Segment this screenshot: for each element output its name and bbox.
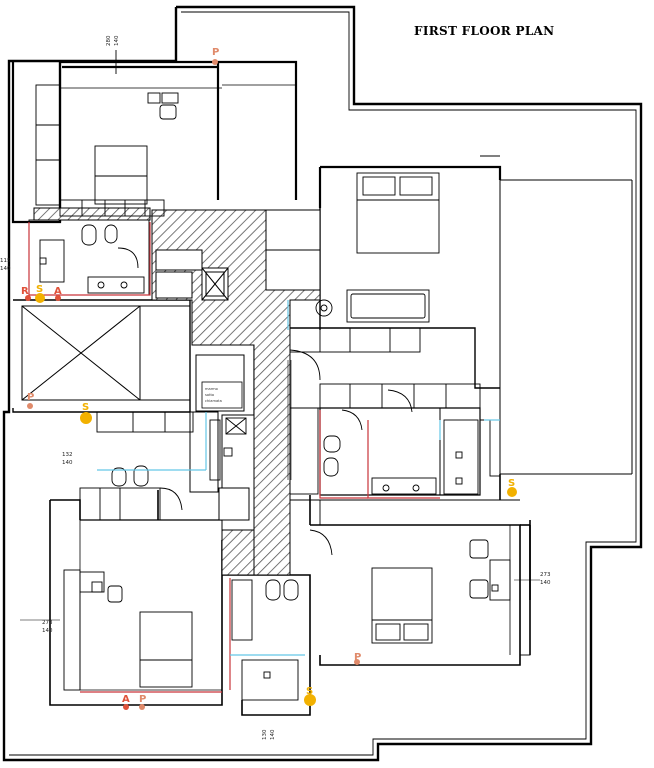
hatched-core [33,207,321,576]
dim-label-6-h: 140 [270,729,276,740]
bedroom-top-left [35,50,179,217]
dim-label-2-w: 115 [0,258,11,264]
marker-p-label: P [354,652,361,663]
bathroom-lower-left [79,411,247,521]
marker-p-label: P [212,47,219,58]
void-opening [21,305,191,401]
markers: P R S A P S S P A P S [21,47,517,710]
wardrobe-row [319,383,481,413]
outlet-marker [123,704,129,710]
outlet-marker [27,403,33,409]
marker-s-label: S [306,686,313,697]
marker-a-label: A [54,286,62,297]
dim-label-4-w: 273 [42,620,53,626]
bathroom-lower-middle [231,529,333,701]
switch-marker [35,293,45,303]
marker-r-label: R [21,286,29,297]
switch-marker [80,412,92,424]
master-bedroom [289,172,440,381]
marker-s-label: S [82,402,89,413]
dim-label-5-w: 273 [540,572,551,578]
bathroom-mid-right [289,407,501,495]
marker-p-label: P [139,694,146,705]
marker-s-label: S [36,284,43,295]
bedroom-lower-right [371,520,540,656]
interior-walls [11,60,633,716]
dim-label-5-h: 140 [540,580,551,586]
bedroom-lower-left [20,569,193,691]
stair-flight [287,360,292,480]
outlet-marker [212,59,218,65]
dim-label-1-w: 280 [106,35,112,46]
page-title: FIRST FLOOR PLAN [414,24,555,38]
note-box: marmo sotto chiamata [201,381,243,409]
bathroom-top-left [28,219,150,296]
note-line-2: sotto [205,393,214,397]
dim-label-4-h: 140 [42,628,53,634]
outlet-marker [55,295,61,301]
accent-lines [28,222,500,693]
switch-marker [304,694,316,706]
dim-label-3-w: 132 [62,452,73,458]
dim-label-6-w: 130 [262,729,268,740]
note-line-3: chiamata [205,399,222,403]
dim-label-3-h: 140 [62,460,73,466]
outer-boundary [2,5,643,762]
outlet-marker [25,295,31,301]
marker-p-label: P [27,392,34,403]
outlet-marker [139,704,145,710]
switch-marker [507,487,517,497]
marker-s-label: S [508,478,515,489]
dim-label-1-h: 140 [114,35,120,46]
note-line-1: marmo [205,387,218,391]
marker-a-label: A [122,694,130,705]
outlet-marker [354,659,360,665]
dim-label-2-h: 140 [0,266,11,272]
dimension-labels: 280 140 115 140 132 140 273 140 273 140 … [0,35,551,740]
